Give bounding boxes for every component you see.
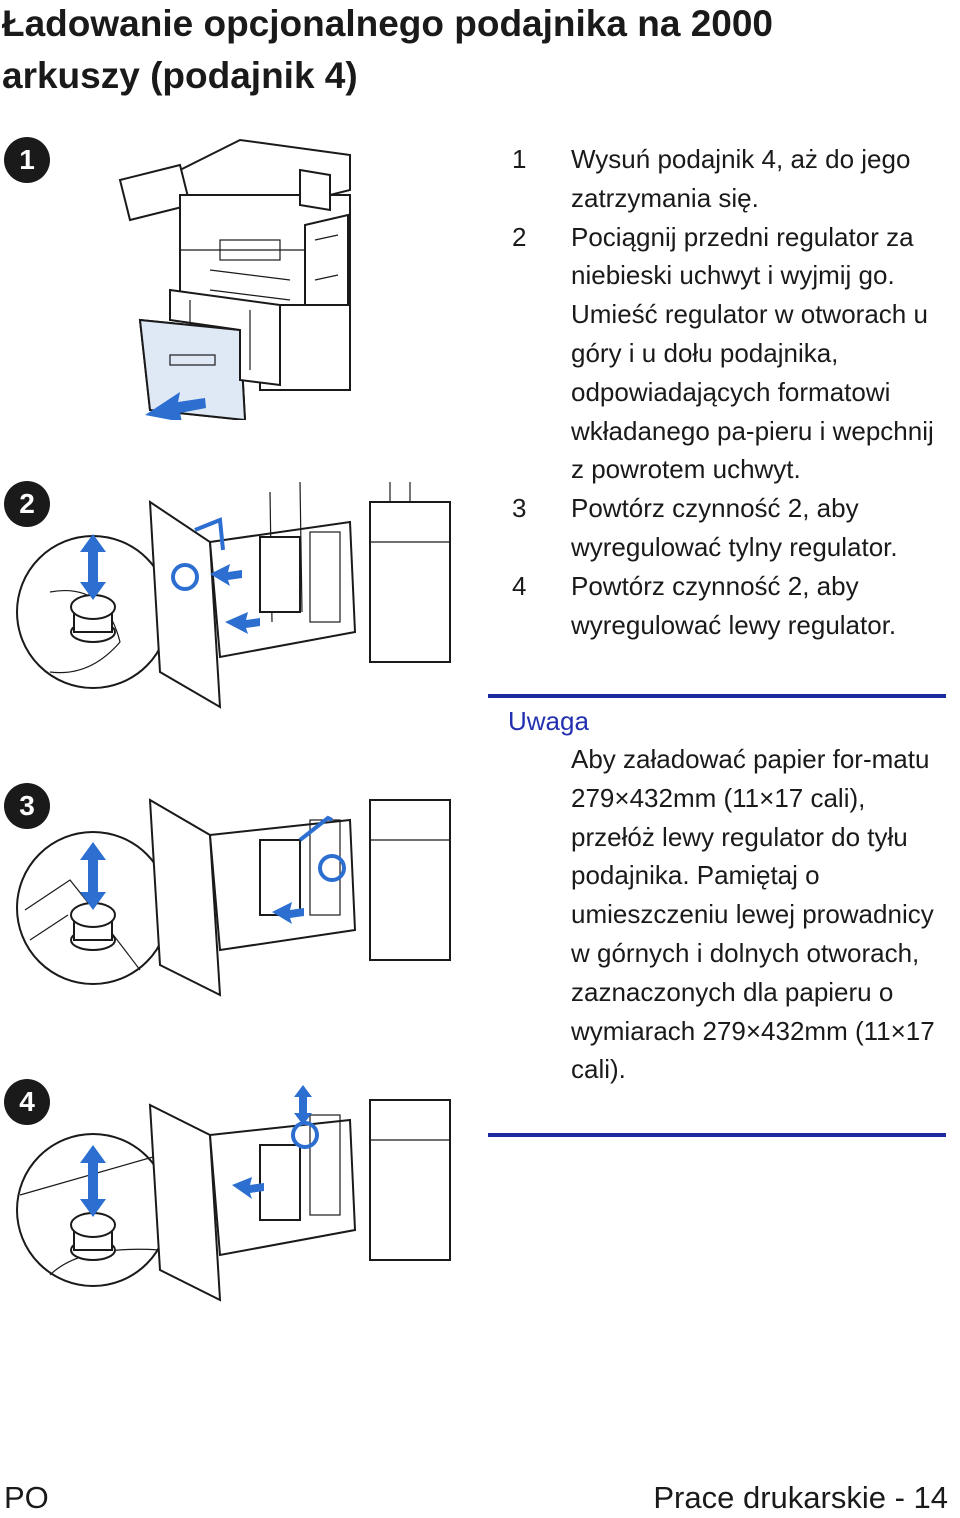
note-top-rule	[488, 694, 946, 698]
step-text: Powtórz czynność 2, aby wyregulować tyln…	[571, 493, 898, 562]
step-number: 1	[512, 144, 527, 174]
steps-list: 1 Wysuń podajnik 4, aż do jego zatrzymani…	[512, 140, 952, 644]
printer-tray-illustration	[118, 138, 351, 420]
note-body: Aby załadować papier for-matu 279×432mm …	[571, 744, 935, 1085]
footer-language: PO	[4, 1480, 49, 1515]
step-text: Powtórz czynność 2, aby wyregulować lewy…	[571, 570, 897, 640]
step-badge-1: 1	[4, 137, 50, 183]
step-badge-3: 3	[4, 783, 50, 829]
note-heading: Uwaga	[508, 706, 589, 736]
step-number: 3	[512, 493, 527, 524]
step-text: Pociągnij przedni regulator za niebieski…	[571, 221, 934, 485]
footer-page-label: Prace drukarskie - 14	[653, 1480, 948, 1515]
step-text: Wysuń podajnik 4, aż do jego zatrzymania…	[571, 144, 911, 213]
rear-guide-illustration	[16, 798, 451, 997]
step-number: 4	[512, 570, 527, 601]
step-2: 2 Pociągnij przedni regulator za niebiesk…	[512, 218, 952, 490]
step-3: 3 Powtórz czynność 2, aby wyregulować tyl…	[512, 489, 952, 567]
note-bottom-rule	[488, 1133, 946, 1137]
page-title: Ładowanie opcjonalnego podajnika na 2000…	[2, 3, 774, 96]
step-number: 2	[512, 221, 527, 252]
step-badge-4: 4	[4, 1079, 50, 1125]
step-4: 4 Powtórz czynność 2, aby wyregulować lew…	[512, 567, 952, 645]
front-guide-illustration	[16, 482, 451, 709]
step-1: 1 Wysuń podajnik 4, aż do jego zatrzymani…	[512, 140, 952, 218]
left-guide-illustration	[16, 1085, 451, 1302]
step-badge-2: 2	[4, 481, 50, 527]
